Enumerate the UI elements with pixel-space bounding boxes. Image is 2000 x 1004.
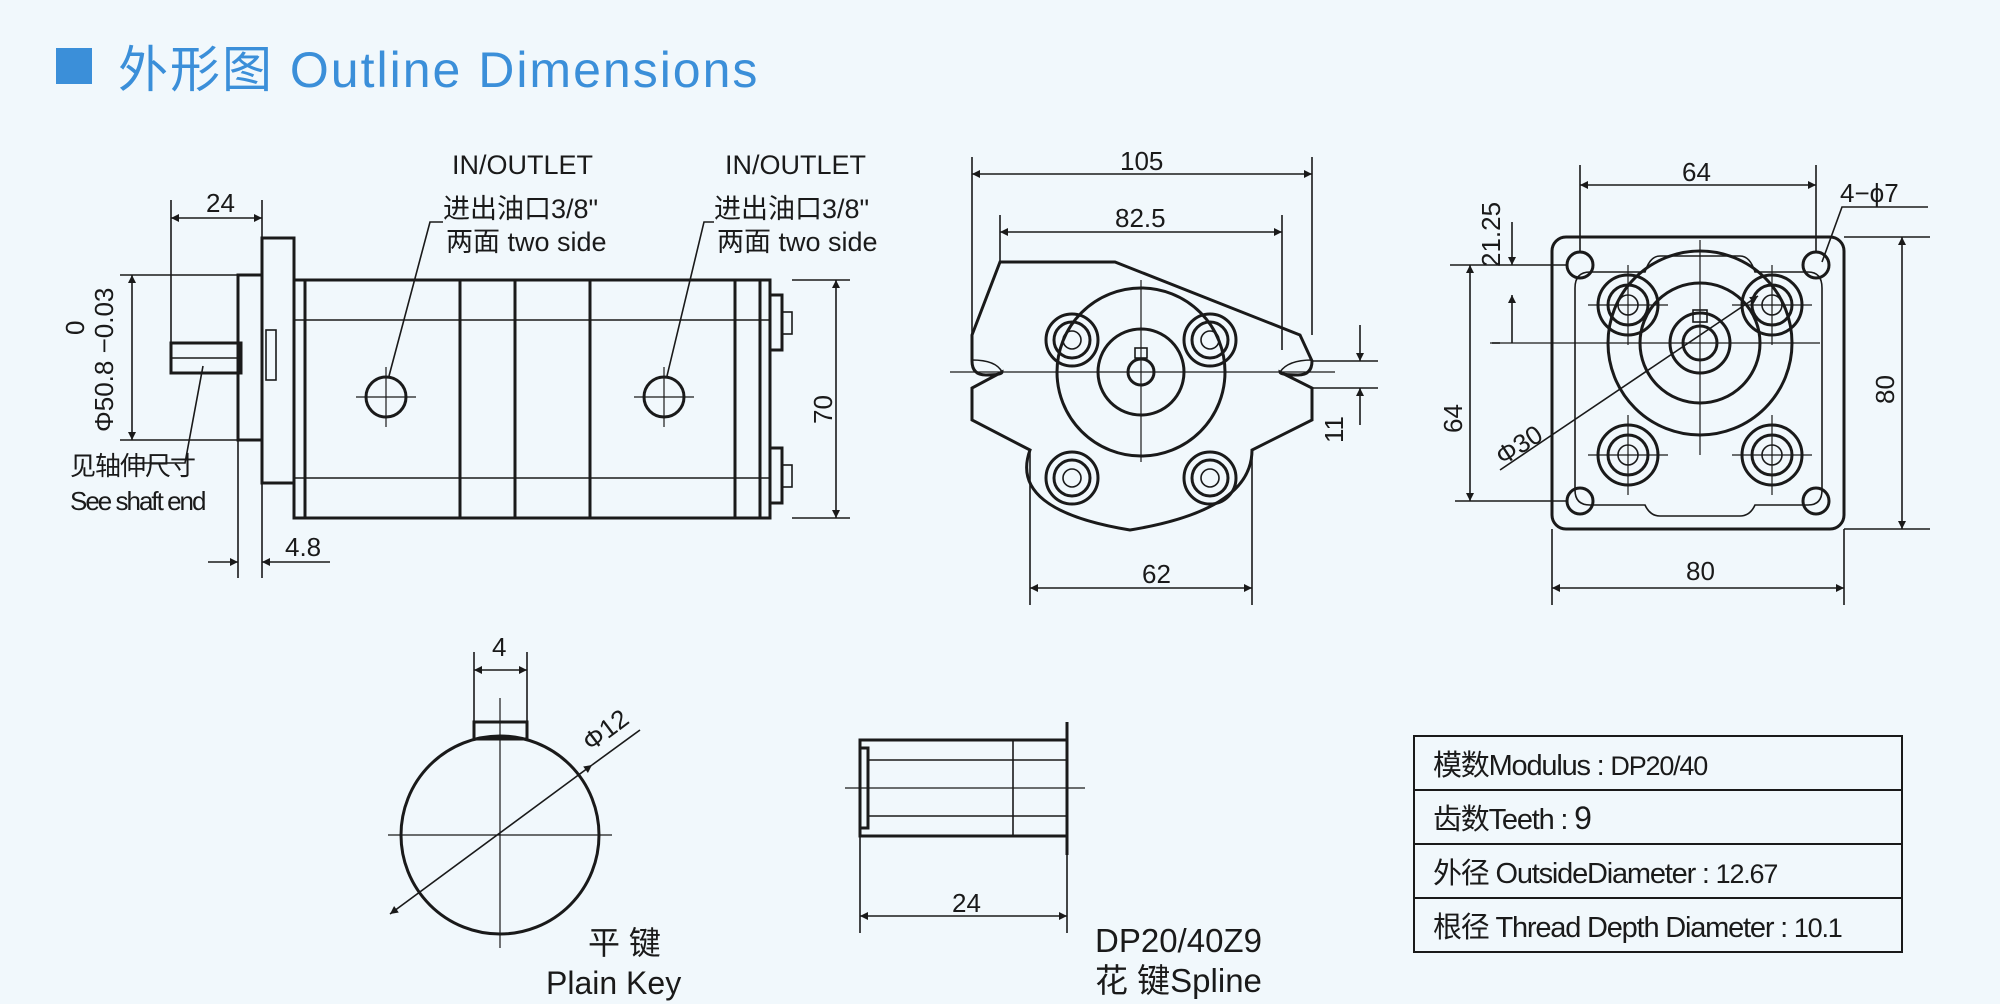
title-bullet-icon (56, 48, 92, 84)
dim-front-82-5: 82.5 (1115, 203, 1166, 233)
spec-row-modulus: 模数Modulus : DP20/40 (1413, 735, 1903, 791)
dim-front-105: 105 (1120, 146, 1163, 176)
side-view (120, 200, 850, 578)
dim-rear-64-top: 64 (1682, 157, 1711, 187)
root-diameter-value: 10.1 (1793, 913, 1843, 943)
dim-key-4: 4 (492, 632, 506, 662)
teeth-label: 齿数Teeth : (1433, 804, 1575, 836)
shaft-note-cn: 见轴伸尺寸 (70, 451, 195, 481)
port-size-label-2: 进出油口3/8" (714, 194, 869, 224)
port-side-label-1: 两面 two side (446, 227, 607, 257)
spline-spec-table: 模数Modulus : DP20/40 齿数Teeth : 9 外径 Outsi… (1413, 735, 1903, 953)
dim-spline-24: 24 (952, 888, 981, 918)
dim-rear-21-25: 21.25 (1476, 202, 1506, 267)
plain-key-cn: 平 键 (588, 925, 661, 961)
spec-row-outside-diameter: 外径 OutsideDiameter : 12.67 (1413, 843, 1903, 899)
in-outlet-label-2: IN/OUTLET (725, 150, 866, 180)
dim-front-62: 62 (1142, 559, 1171, 589)
dim-side-24: 24 (206, 188, 235, 218)
title-bar: 外形图 Outline Dimensions (56, 30, 759, 102)
front-view (950, 157, 1378, 605)
modulus-label: 模数Modulus : (1433, 750, 1611, 782)
port-side-label-2: 两面 two side (717, 227, 878, 257)
spline-label: 花 键Spline (1095, 962, 1262, 999)
dim-side-4-8: 4.8 (285, 532, 321, 562)
plain-key-view (388, 652, 641, 948)
dim-rear-phi30: Φ30 (1490, 419, 1548, 471)
spec-row-root-diameter: 根径 Thread Depth Diameter : 10.1 (1413, 897, 1903, 953)
shaft-tol-upper: 0 (60, 321, 90, 335)
plain-key-en: Plain Key (546, 965, 681, 1001)
spline-code: DP20/40Z9 (1095, 922, 1262, 959)
dim-rear-4-phi7: 4−ϕ7 (1840, 178, 1899, 208)
dim-rear-80-right: 80 (1870, 375, 1900, 404)
page-title: 外形图 Outline Dimensions (118, 42, 760, 98)
shaft-diameter-label: Φ50.8 −0.03 (89, 288, 119, 432)
dim-key-phi12: Φ12 (577, 703, 635, 757)
dim-side-70: 70 (808, 395, 838, 424)
spline-view (845, 722, 1085, 933)
front-bolt-holes (1044, 312, 1238, 506)
outside-diameter-label: 外径 OutsideDiameter : (1433, 858, 1716, 890)
dim-front-11: 11 (1319, 416, 1349, 443)
drawing-labels: IN/OUTLET 进出油口3/8" 两面 two side IN/OUTLET… (60, 146, 1900, 1001)
port-size-label-1: 进出油口3/8" (443, 194, 598, 224)
modulus-value: DP20/40 (1610, 751, 1708, 781)
spec-row-teeth: 齿数Teeth : 9 (1413, 789, 1903, 845)
rear-view (1450, 165, 1930, 605)
dim-rear-80-bottom: 80 (1686, 556, 1715, 586)
in-outlet-label-1: IN/OUTLET (452, 150, 593, 180)
outside-diameter-value: 12.67 (1715, 859, 1779, 889)
root-diameter-label: 根径 Thread Depth Diameter : (1433, 912, 1794, 944)
shaft-note-en: See shaft end (70, 486, 205, 516)
dim-rear-64-left: 64 (1438, 404, 1468, 433)
teeth-value: 9 (1574, 800, 1592, 836)
